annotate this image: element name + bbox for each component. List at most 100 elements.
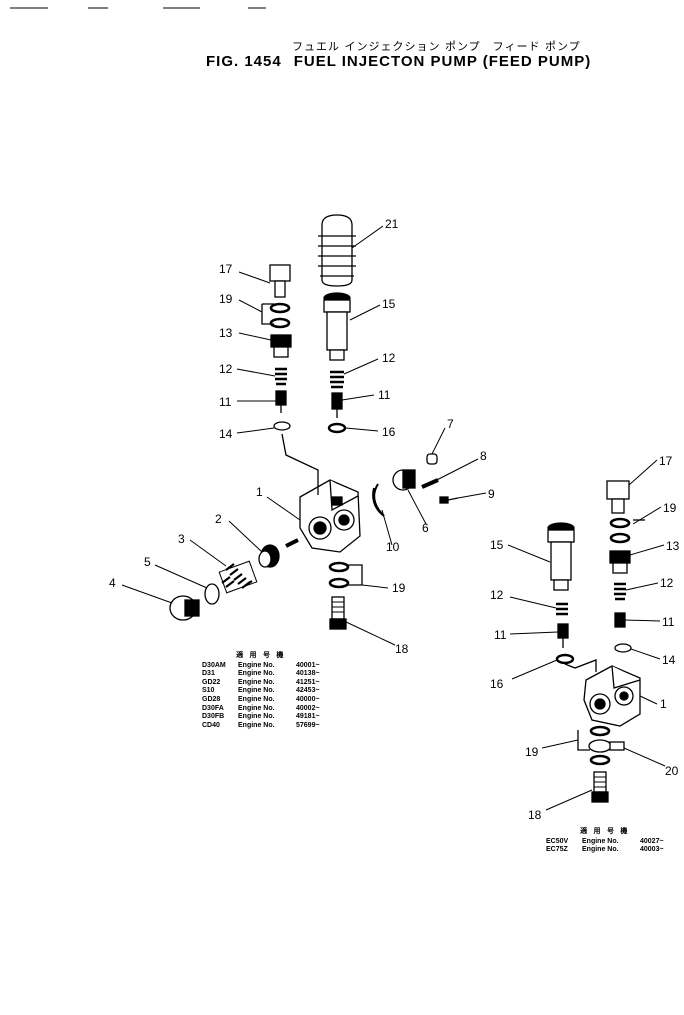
callout-5: 5 (144, 555, 151, 569)
applicability-model: EC75Z (546, 846, 568, 854)
part-pin-2 (285, 538, 299, 548)
left-assembly (169, 214, 459, 630)
applicability-number: 40002~ (296, 704, 320, 712)
applicability-engine: Engine No. (238, 713, 275, 721)
applicability-engine: Engine No. (238, 661, 275, 669)
applicability-engine: Engine No. (582, 837, 619, 845)
applicability-number: 42453~ (296, 687, 320, 695)
applicability-row: D30FA Engine No. 40002~ (202, 705, 320, 714)
callout-right-15: 15 (490, 538, 504, 552)
applicability-number: 41251~ (296, 678, 320, 686)
applicability-number: 40000~ (296, 695, 320, 703)
applicability-row: EC50V Engine No. 40027~ (546, 838, 664, 847)
part-gasket-19b (269, 317, 291, 329)
callout-right-19a: 19 (663, 501, 677, 515)
leader-lines-right (507, 459, 666, 811)
figure-title: FIG. 1454 FUEL INJECTON PUMP (FEED PUMP) (206, 53, 591, 70)
applicability-header-left: 適 用 号 機 (236, 651, 286, 659)
callout-right-14: 14 (662, 653, 676, 667)
part-valve-11-right-b (557, 623, 569, 648)
callout-17: 17 (219, 262, 233, 276)
part-gasket-19a (269, 302, 291, 314)
part-gasket-19g (589, 725, 611, 737)
callout-16: 16 (382, 425, 396, 439)
figure-caption: FUEL INJECTON PUMP (FEED PUMP) (293, 53, 592, 70)
applicability-number: 49181~ (296, 713, 320, 721)
part-gasket-19d (328, 577, 350, 589)
callout-12b: 12 (382, 351, 396, 365)
callout-7: 7 (447, 417, 454, 431)
callout-13: 13 (219, 326, 233, 340)
part-valve-11-center (331, 392, 343, 418)
callout-2: 2 (215, 512, 222, 526)
callout-right-1: 1 (660, 697, 667, 711)
applicability-row: GD28 Engine No. 40000~ (202, 696, 320, 705)
applicability-number: 40003~ (640, 846, 664, 854)
callout-15: 15 (382, 297, 396, 311)
applicability-model: D31 (202, 670, 215, 678)
applicability-engine: Engine No. (238, 704, 275, 712)
callout-8: 8 (480, 449, 487, 463)
applicability-engine: Engine No. (238, 678, 275, 686)
callout-21: 21 (385, 217, 399, 231)
applicability-number: 40027~ (640, 837, 664, 845)
applicability-engine: Engine No. (238, 721, 275, 729)
applicability-header-right: 適 用 号 機 (580, 827, 630, 835)
applicability-engine: Engine No. (238, 670, 275, 678)
part-screw-9 (439, 496, 459, 504)
applicability-number: 40001~ (296, 661, 320, 669)
part-banjo-20 (588, 739, 625, 753)
part-oring-14 (273, 421, 291, 431)
applicability-model: GD28 (202, 695, 221, 703)
part-cup-2 (258, 544, 280, 568)
callout-right-11a: 11 (494, 628, 507, 642)
part-fitting-13-right (609, 550, 631, 574)
part-spring-12-center (330, 370, 344, 389)
callout-19a: 19 (219, 292, 233, 306)
part-gasket-16-center (327, 422, 347, 434)
callout-9: 9 (488, 487, 495, 501)
callout-labels: 1 2 3 4 5 6 7 8 9 10 11 11 12 12 13 14 1… (109, 217, 680, 822)
callout-right-20: 20 (665, 764, 679, 778)
figure-number: FIG. 1454 (206, 53, 282, 70)
part-bolt-18-right (591, 771, 609, 803)
applicability-row: GD22 Engine No. 41251~ (202, 679, 320, 688)
applicability-number: 57699~ (296, 721, 320, 729)
part-pump-body-1 (299, 479, 361, 553)
applicability-engine: Engine No. (238, 695, 275, 703)
applicability-model: S10 (202, 687, 215, 695)
part-spring-3 (218, 560, 258, 594)
applicability-engine: Engine No. (238, 687, 275, 695)
part-oring-14-right (614, 643, 632, 653)
callout-right-13: 13 (666, 539, 680, 553)
callout-right-17: 17 (659, 454, 673, 468)
applicability-model: D30FB (202, 713, 225, 721)
callout-18: 18 (395, 642, 409, 656)
part-fitting-13 (270, 334, 292, 358)
part-pump-body-1-right (583, 665, 641, 727)
applicability-row: S10 Engine No. 42453~ (202, 687, 320, 696)
part-washer-5 (204, 583, 220, 605)
callout-right-12a: 12 (490, 588, 504, 602)
applicability-model: D30FA (202, 704, 224, 712)
part-boot-21 (318, 214, 356, 287)
part-spring-12-right (614, 582, 626, 601)
applicability-model: GD22 (202, 678, 221, 686)
title-japanese: フュエル インジェクション ポンプ フィード ポンプ (292, 40, 581, 53)
part-bolt-17 (269, 264, 291, 298)
callout-right-12b: 12 (660, 576, 674, 590)
callout-19b: 19 (392, 581, 406, 595)
callout-11b: 11 (378, 388, 391, 402)
applicability-model: EC50V (546, 837, 569, 845)
part-gasket-19f (609, 532, 631, 544)
applicability-row: D30FB Engine No. 49181~ (202, 713, 320, 722)
callout-6: 6 (422, 521, 429, 535)
right-assembly (547, 480, 645, 803)
callout-12a: 12 (219, 362, 233, 376)
